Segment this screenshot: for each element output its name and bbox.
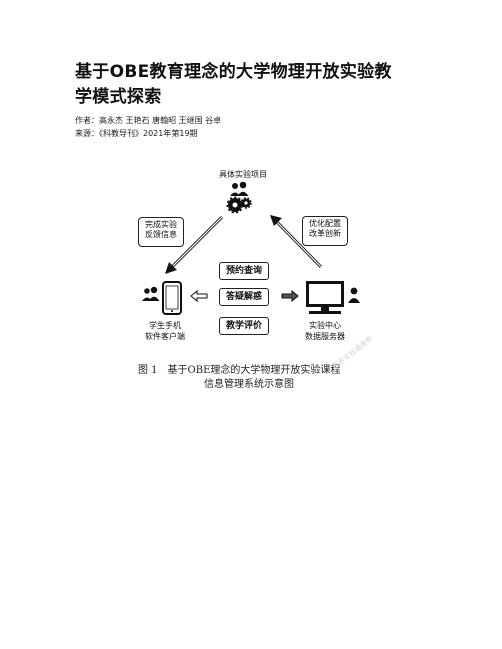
phone-label: 学生手机 软件客户端 (135, 320, 195, 342)
people-icon (142, 286, 160, 301)
computer-monitor-icon (306, 281, 344, 314)
diagram-graphics (142, 181, 360, 315)
diagonal-arrow-left (165, 215, 224, 274)
people-icon (348, 287, 360, 303)
diagonal-arrow-right (270, 215, 323, 269)
title-line-2: 学模式探索 (75, 87, 162, 107)
server-label-line-2: 数据服务器 (305, 332, 345, 341)
phone-label-line-1: 学生手机 (149, 321, 181, 330)
center-item-booking: 预约查询 (219, 262, 269, 280)
authors-label: 作者： (75, 116, 99, 125)
center-item-evaluation: 教学评价 (219, 317, 269, 335)
right-box-line-2: 改革创新 (309, 229, 341, 238)
figure-caption-line-2: 信息管理系统示意图 (204, 379, 294, 390)
authors-names: 高永杰 王艳石 唐翰昭 王继国 谷卓 (99, 116, 222, 125)
right-box-line-1: 优化配置 (309, 219, 341, 228)
gears-icon (226, 196, 252, 214)
arrow-left-icon (190, 289, 208, 303)
smartphone-icon (162, 281, 182, 315)
figure-diagram: 具体实验项目 完成实验 反馈信息 优化配置 改革创新 预约查询 答疑解惑 教学评… (125, 163, 377, 403)
authors-line: 作者：高永杰 王艳石 唐翰昭 王继国 谷卓 (75, 116, 221, 126)
title-line-1: 基于OBE教育理念的大学物理开放实验教 (75, 62, 392, 82)
center-item-qa: 答疑解惑 (219, 288, 269, 306)
figure-caption-line-1: 图 1 基于OBE理念的大学物理开放实验课程 (138, 365, 341, 376)
server-label-line-1: 实验中心 (309, 321, 341, 330)
phone-label-line-2: 软件客户端 (145, 332, 185, 341)
right-optimize-box: 优化配置 改革创新 (302, 216, 348, 246)
source-line: 来源：《科教导刊》2021年第19期 (75, 129, 198, 139)
arrow-right-icon (281, 289, 299, 303)
people-icon (230, 181, 249, 196)
left-box-line-2: 反馈信息 (145, 230, 177, 239)
article-title: 基于OBE教育理念的大学物理开放实验教 学模式探索 (75, 60, 435, 110)
source-text: 《科教导刊》2021年第19期 (99, 129, 198, 138)
server-label: 实验中心 数据服务器 (295, 320, 355, 342)
left-box-line-1: 完成实验 (145, 220, 177, 229)
source-label: 来源： (75, 129, 99, 138)
top-label: 具体实验项目 (219, 170, 267, 179)
left-feedback-box: 完成实验 反馈信息 (138, 217, 184, 247)
